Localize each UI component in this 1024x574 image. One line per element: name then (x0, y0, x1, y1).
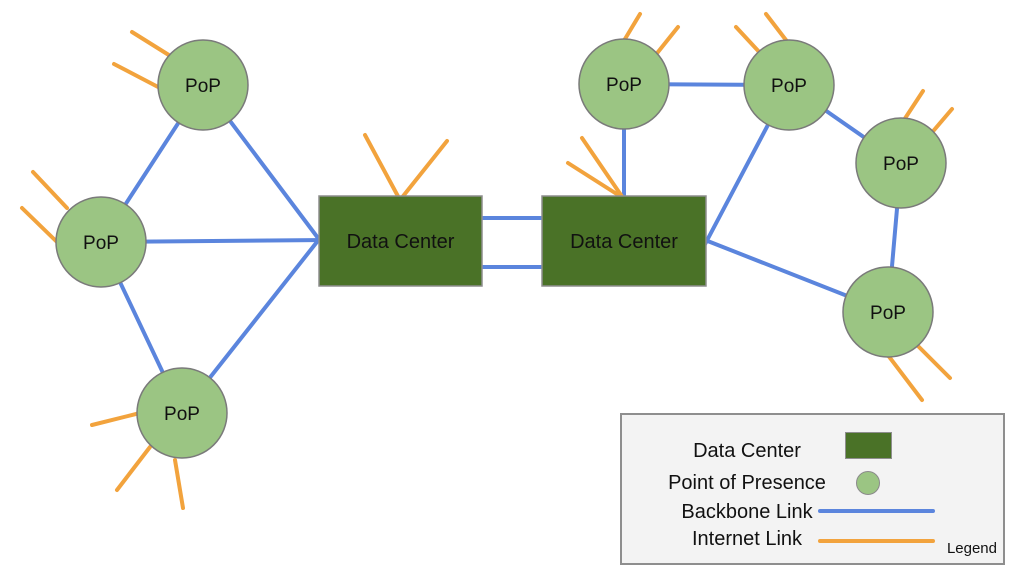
internet-link (764, 12, 791, 46)
pop-node (855, 117, 947, 209)
pop-node (55, 196, 147, 288)
pop-node (842, 266, 934, 358)
legend-backbone-line-swatch (818, 509, 935, 513)
pop-label: PoP (883, 154, 919, 175)
pop-label: PoP (771, 76, 807, 97)
pop-node (157, 39, 249, 131)
pop-label: PoP (83, 233, 119, 254)
legend-box: Data Center Point of Presence Backbone L… (620, 413, 1005, 565)
internet-link (363, 133, 402, 202)
internet-link (566, 161, 625, 200)
pop-label: PoP (606, 75, 642, 96)
data-center-node (318, 195, 483, 287)
legend-internet-line-swatch (818, 539, 935, 543)
pop-node (578, 38, 670, 130)
data-center-label: Data Center (570, 231, 678, 253)
internet-link (734, 25, 764, 57)
internet-link (115, 445, 152, 492)
data-center-label: Data Center (347, 231, 455, 253)
internet-link (652, 25, 680, 59)
internet-link (882, 348, 924, 402)
data-center-node (541, 195, 707, 287)
legend-label-point-of-presence: Point of Presence (668, 472, 826, 494)
legend-data-center-swatch (845, 432, 892, 459)
pop-label: PoP (870, 303, 906, 324)
legend-title: Legend (946, 540, 997, 557)
internet-link (112, 62, 162, 90)
pop-label: PoP (185, 76, 221, 97)
internet-link (912, 340, 952, 380)
internet-link (90, 411, 142, 427)
legend-label-backbone-link: Backbone Link (681, 501, 813, 523)
internet-link (20, 206, 59, 244)
legend-label-data-center: Data Center (693, 440, 801, 462)
internet-link (173, 458, 185, 510)
pop-label: PoP (164, 404, 200, 425)
internet-link (130, 30, 174, 59)
pop-node (743, 39, 835, 131)
pop-node (136, 367, 228, 459)
legend-label-internet-link: Internet Link (691, 528, 803, 550)
legend-pop-swatch (856, 471, 880, 495)
internet-link (580, 136, 625, 200)
internet-link (31, 170, 69, 210)
internet-link (398, 139, 449, 202)
